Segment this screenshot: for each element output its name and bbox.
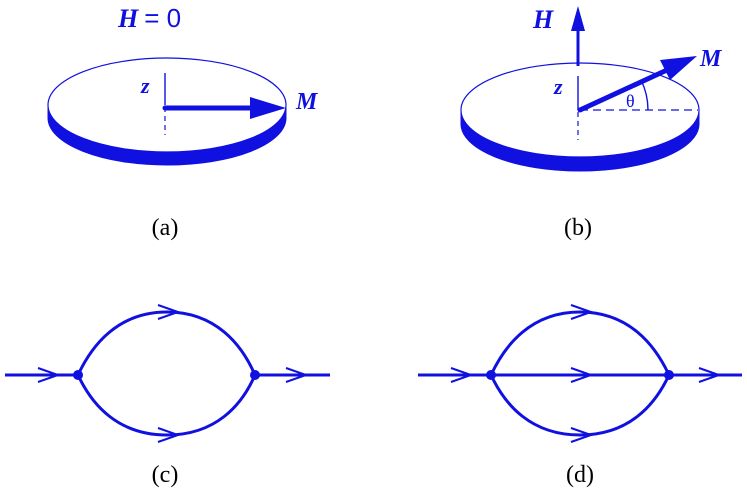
arrow-chevron-upper [157,304,182,320]
arrow-chevron-lower [570,427,595,443]
z-axis-label: z [140,73,150,98]
vertex-left [73,370,83,380]
field-label: H [532,5,554,34]
upper-propagator [76,310,257,376]
center-dot [162,105,168,111]
field-arrow-head [571,6,585,31]
arrow-chevron-in [450,367,475,383]
arrow-chevron-upper [570,304,595,320]
angle-label: θ [626,91,635,111]
arrow-chevron-out [285,367,310,383]
magnetization-label: M [699,46,723,72]
arrow-chevron-lower [157,427,182,443]
panel-d [418,304,742,443]
panel-c [5,304,330,443]
upper-propagator [489,310,671,376]
vertex-right [664,370,674,380]
arrow-chevron-middle [570,367,595,383]
disk-top [47,57,287,153]
field-label: H= 0 [117,3,181,33]
lower-propagator [489,374,671,437]
caption-c: (c) [152,462,179,488]
z-axis-label: z [553,74,563,99]
caption-d: (d) [566,462,594,488]
center-dot [577,107,583,113]
lower-propagator [76,374,257,437]
vertex-left [486,370,496,380]
caption-b: (b) [564,215,592,241]
magnetization-arrow-head [660,56,697,80]
caption-a: (a) [152,215,179,241]
panel-b: H z M θ (b) [460,5,723,241]
panel-a: H= 0 z M (a) [47,3,319,241]
magnetization-arrow-head [250,97,286,119]
arrow-chevron-in [37,367,62,383]
vertex-right [250,370,260,380]
magnetization-arrow-shaft [578,67,669,113]
arrow-chevron-out [698,367,723,383]
magnetization-label: M [295,89,319,115]
